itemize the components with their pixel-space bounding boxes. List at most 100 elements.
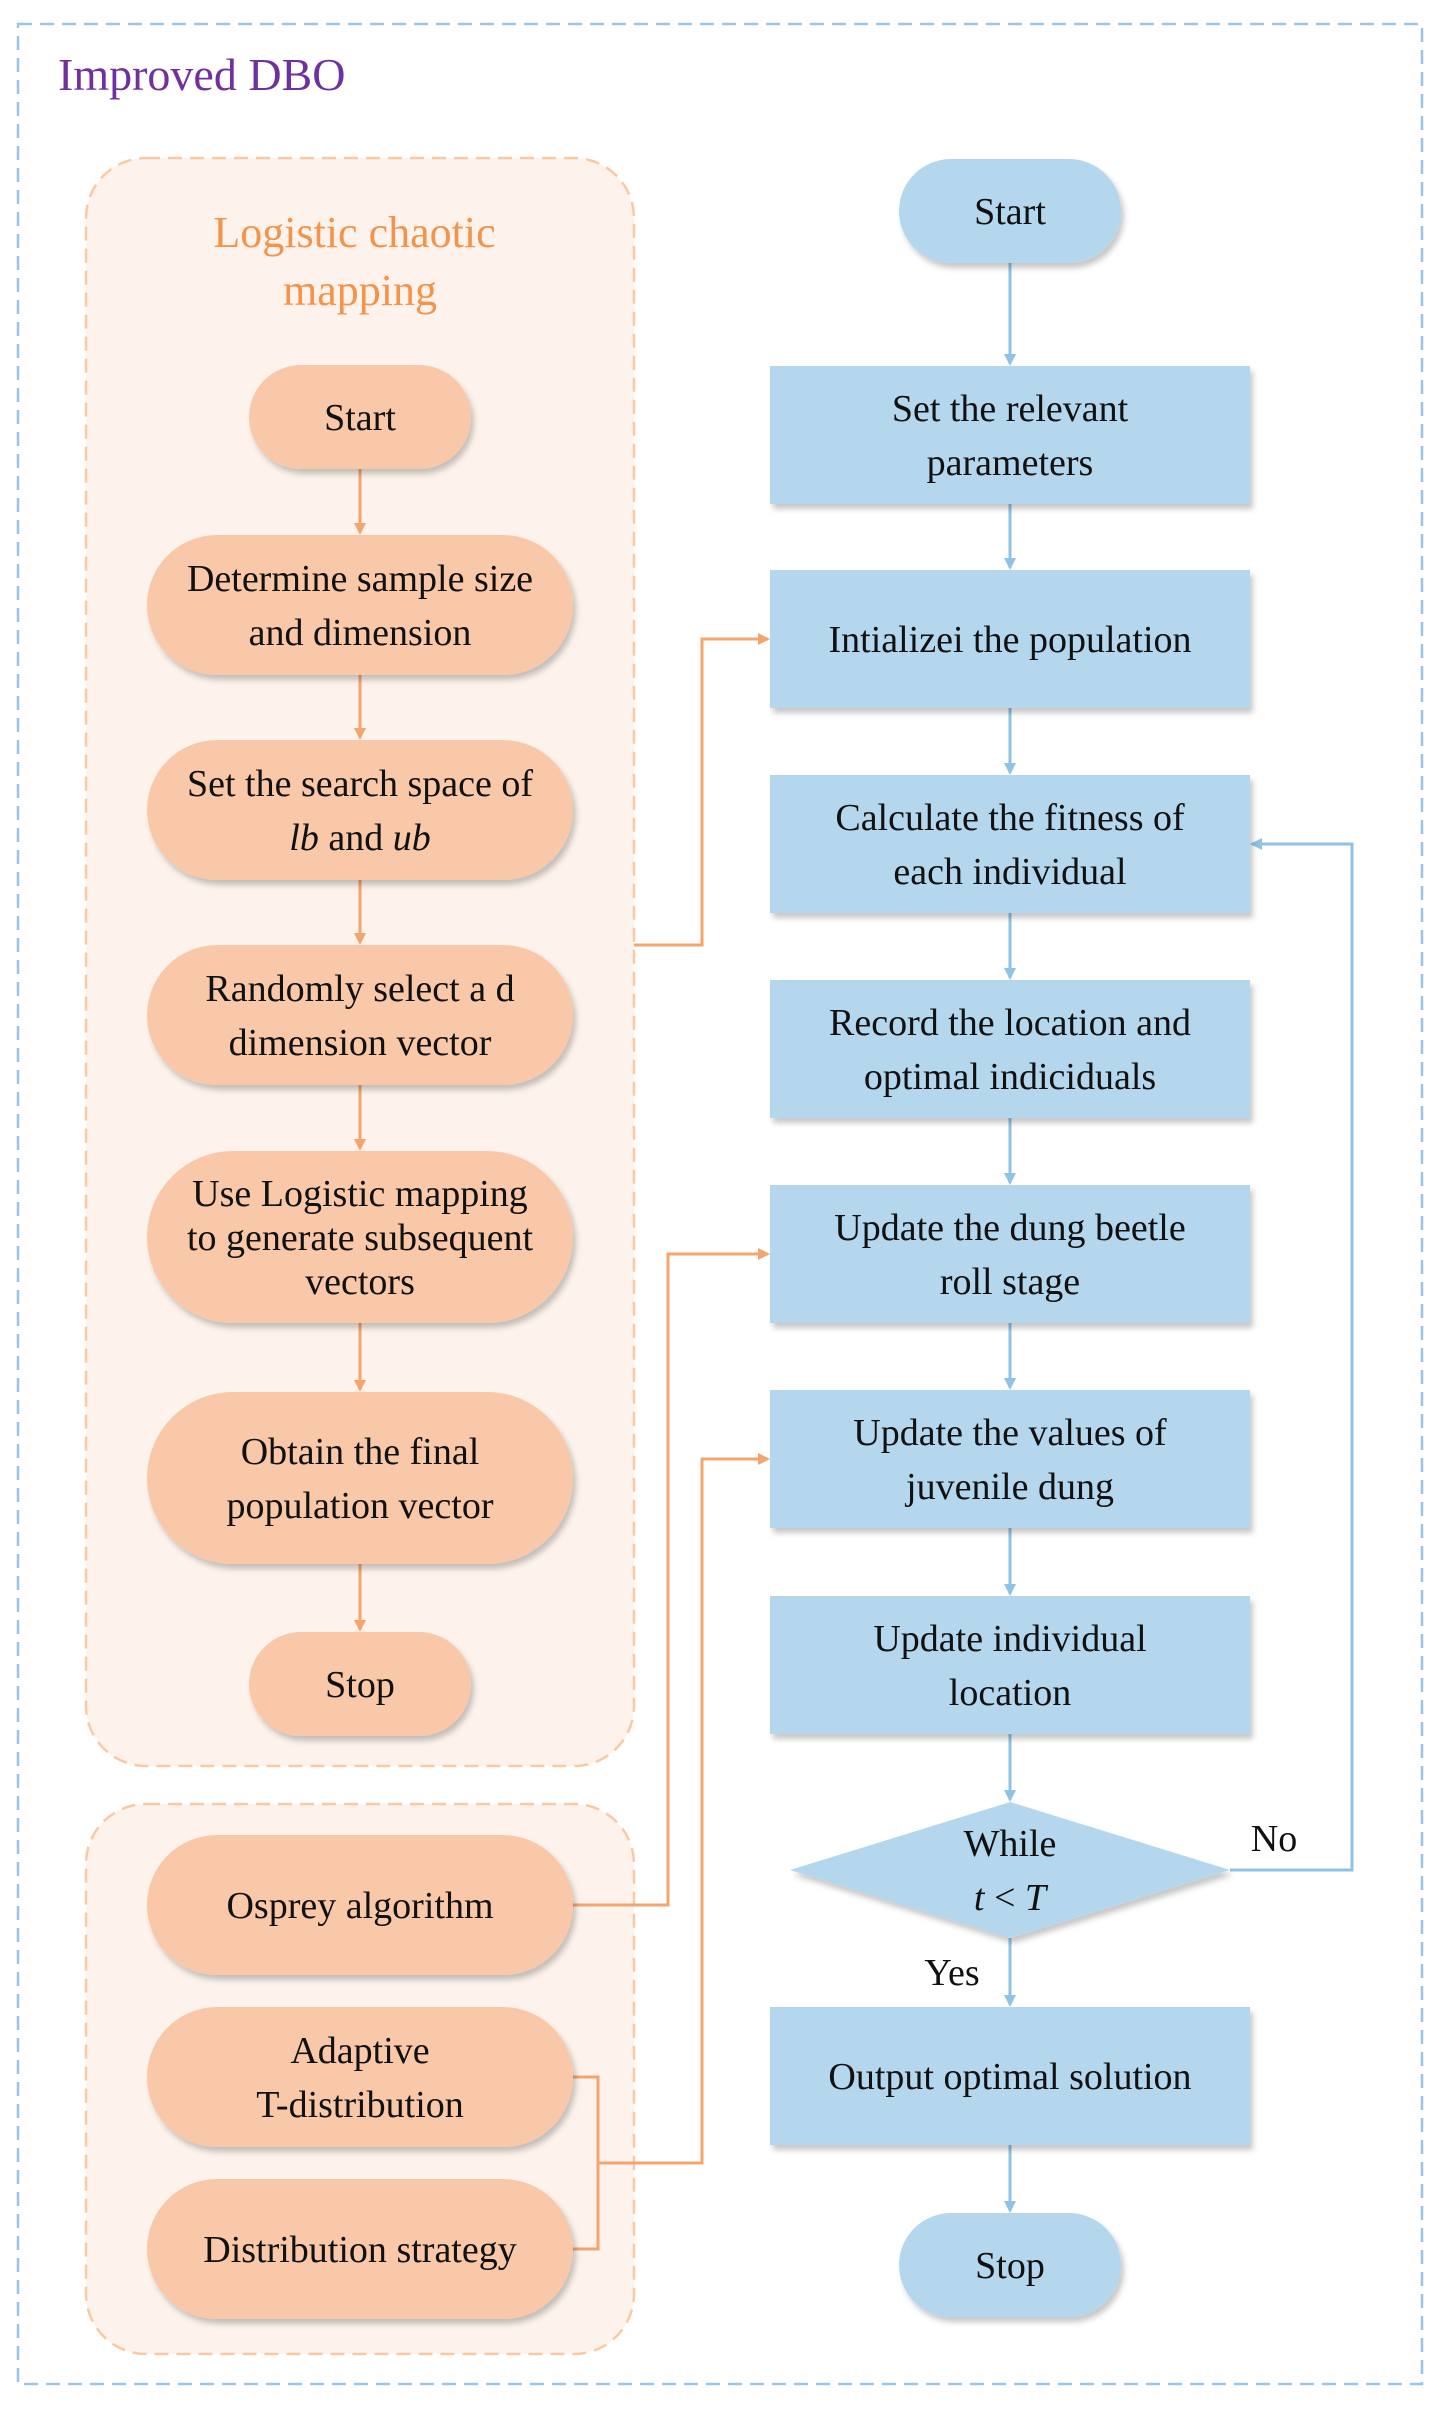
node-shape-m-start xyxy=(899,159,1121,263)
node-label-line: location xyxy=(949,1672,1071,1714)
node-shape-l-determine xyxy=(147,535,573,675)
node-m-record: Record the location and optimal indicidua… xyxy=(770,980,1250,1118)
node-label-l-search: Set the search space of lb and ub xyxy=(187,763,533,859)
node-label-l-stop: Stop xyxy=(325,1664,395,1706)
node-shape-m-output xyxy=(770,2007,1250,2145)
node-m-juvenile: Update the values of juvenile dung xyxy=(770,1390,1250,1528)
node-shape-l-obtain xyxy=(147,1392,573,1564)
node-label-line: Start xyxy=(974,191,1046,233)
node-label-line: Distribution strategy xyxy=(203,2229,516,2271)
node-label-m-record: Record the location and optimal indicidua… xyxy=(829,1002,1191,1098)
node-label-line: Obtain the final xyxy=(241,1431,480,1473)
node-m-params: Set the relevant parameters xyxy=(770,366,1250,504)
node-label-line: parameters xyxy=(927,442,1094,484)
node-shape-m-params xyxy=(770,366,1250,504)
node-label-line: optimal indiciduals xyxy=(864,1056,1156,1098)
node-label-m-roll: Update the dung beetle roll stage xyxy=(834,1207,1185,1303)
node-shape-l-random xyxy=(147,945,573,1085)
node-label-s-distribution: Distribution strategy xyxy=(203,2229,516,2271)
node-label-line: population vector xyxy=(227,1485,494,1527)
node-shape-s-distribution xyxy=(147,2179,573,2319)
node-label-m-while: While t < T xyxy=(964,1823,1057,1919)
edge-label-yes: Yes xyxy=(924,1952,979,1994)
node-m-while: While t < T xyxy=(790,1802,1230,1938)
node-label-line: Update individual xyxy=(873,1618,1146,1660)
node-shape-s-adaptive xyxy=(147,2007,573,2147)
node-shape-l-stop xyxy=(249,1632,471,1736)
node-s-osprey: Osprey algorithm xyxy=(147,1835,573,1975)
node-label-m-stop: Stop xyxy=(975,2245,1045,2287)
node-label-line: Calculate the fitness of xyxy=(835,797,1185,839)
node-l-start: Start xyxy=(249,365,471,469)
node-label-m-juvenile: Update the values of juvenile dung xyxy=(853,1412,1167,1508)
node-shape-l-logistic xyxy=(147,1151,573,1323)
node-label-line: t < T xyxy=(974,1877,1049,1919)
edge-label-no: No xyxy=(1251,1818,1297,1860)
node-label-line: Set the relevant xyxy=(892,388,1129,430)
node-shape-m-while xyxy=(790,1802,1230,1938)
node-shape-l-search xyxy=(147,740,573,880)
node-shape-m-roll xyxy=(770,1185,1250,1323)
node-label-m-output: Output optimal solution xyxy=(828,2056,1191,2098)
node-label-line: Update the dung beetle xyxy=(834,1207,1185,1249)
node-label-line: dimension vector xyxy=(229,1022,492,1064)
node-shape-m-location xyxy=(770,1596,1250,1734)
node-shape-m-fitness xyxy=(770,775,1250,913)
node-label-line: While xyxy=(964,1823,1057,1865)
node-shape-l-start xyxy=(249,365,471,469)
node-label-line: Adaptive xyxy=(290,2030,429,2072)
node-label-line: Stop xyxy=(325,1664,395,1706)
node-label-m-start: Start xyxy=(974,191,1046,233)
edges-layer xyxy=(354,263,1354,2251)
node-label-line: vectors xyxy=(305,1261,415,1303)
node-label-line: and dimension xyxy=(249,612,472,654)
node-label-m-fitness: Calculate the fitness of each individual xyxy=(835,797,1185,893)
node-label-line: Intializei the population xyxy=(828,619,1191,661)
node-label-line: Record the location and xyxy=(829,1002,1191,1044)
node-label-line: Osprey algorithm xyxy=(226,1885,493,1927)
node-label-s-osprey: Osprey algorithm xyxy=(226,1885,493,1927)
node-label-line: Update the values of xyxy=(853,1412,1167,1454)
node-shape-m-init xyxy=(770,570,1250,708)
node-m-output: Output optimal solution xyxy=(770,2007,1250,2145)
outer-frame xyxy=(16,22,1424,2386)
edge-strategy-to-juvenile xyxy=(598,1453,770,2165)
edge-osprey-to-roll xyxy=(573,1248,770,1907)
node-shape-m-juvenile xyxy=(770,1390,1250,1528)
node-label-l-obtain: Obtain the final population vector xyxy=(227,1431,494,1527)
node-label-line: juvenile dung xyxy=(904,1466,1114,1508)
node-label-line: lb and ub xyxy=(289,817,430,859)
node-label-line: Determine sample size xyxy=(187,558,533,600)
node-shape-s-osprey xyxy=(147,1835,573,1975)
node-label-line: Set the search space of xyxy=(187,763,533,805)
node-label-line: T-distribution xyxy=(256,2084,464,2126)
node-label-l-start: Start xyxy=(324,397,396,439)
node-label-m-init: Intializei the population xyxy=(828,619,1191,661)
node-label-l-determine: Determine sample size and dimension xyxy=(187,558,533,654)
logistic-group-title: Logistic chaotic mapping xyxy=(213,208,506,315)
node-m-start: Start xyxy=(899,159,1121,263)
node-l-search: Set the search space of lb and ub xyxy=(147,740,573,880)
node-label-line: Use Logistic mapping xyxy=(192,1173,528,1215)
node-label-line: roll stage xyxy=(940,1261,1080,1303)
node-label-line: each individual xyxy=(893,851,1126,893)
node-label-line: Stop xyxy=(975,2245,1045,2287)
node-label-line: to generate subsequent xyxy=(187,1217,534,1259)
node-m-location: Update individual location xyxy=(770,1596,1250,1734)
node-label-line: Output optimal solution xyxy=(828,2056,1191,2098)
node-shape-m-record xyxy=(770,980,1250,1118)
edge-logistic-group-to-init xyxy=(634,633,770,947)
node-label-m-params: Set the relevant parameters xyxy=(892,388,1129,484)
node-shape-m-stop xyxy=(899,2213,1121,2317)
diagram-title: Improved DBO xyxy=(58,49,345,100)
node-l-stop: Stop xyxy=(249,1632,471,1736)
